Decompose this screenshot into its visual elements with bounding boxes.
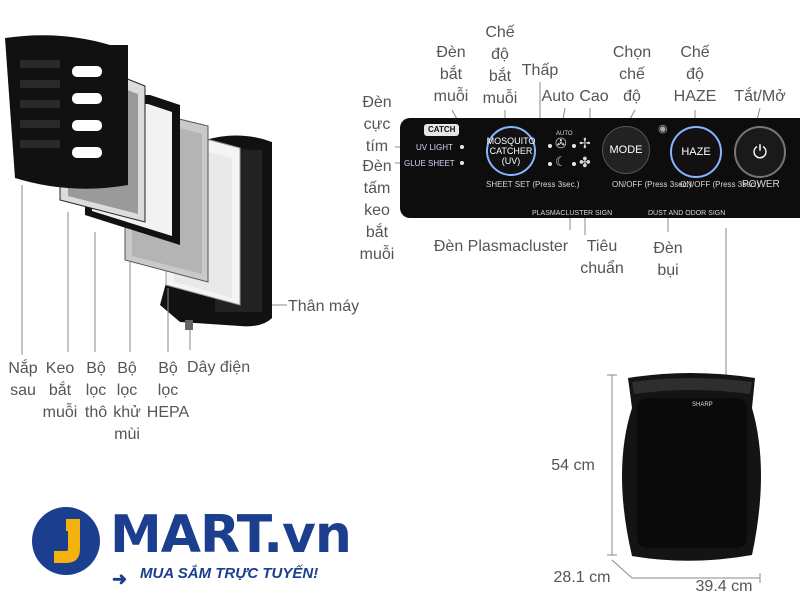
- label-select-mode: Chọn chế độ: [612, 44, 652, 105]
- label-back-cover: Nắp sau: [8, 360, 38, 399]
- plasmacluster-icon: ◉: [658, 123, 668, 135]
- fan-auto-led: [548, 144, 552, 148]
- mode-text: MODE: [609, 144, 643, 156]
- mart-logo: MART.vn ➜ MUA SẮM TRỰC TUYẾN!: [30, 505, 352, 595]
- power-text: POWER: [742, 179, 780, 190]
- mart-tagline: MUA SẮM TRỰC TUYẾN!: [140, 565, 319, 582]
- label-plasmacluster-lamp: Đèn Plasmacluster: [433, 238, 569, 255]
- label-pre-filter: Bộ lọc thô: [84, 360, 108, 421]
- dust-odor-sign-text: DUST AND ODOR SIGN: [648, 210, 726, 217]
- label-power-toggle: Tắt/Mở: [734, 88, 786, 105]
- uv-light-text: UV LIGHT: [416, 143, 453, 152]
- label-haze-mode: Chế độ HAZE: [673, 44, 717, 105]
- label-glue-sheet-lamp: Đèn tấm keo bắt muỗi: [359, 158, 395, 263]
- fan-standard-icon: ✤: [579, 154, 591, 170]
- dimension-width: 39.4 cm: [695, 578, 753, 595]
- label-mosquito-mode: Chế độ bắt muỗi: [482, 24, 518, 107]
- label-low: Thấp: [521, 62, 559, 79]
- mode-button[interactable]: MODE: [602, 126, 650, 174]
- label-main-body: Thân máy: [288, 298, 360, 315]
- mart-wordmark: MART.vn: [110, 505, 352, 565]
- power-button[interactable]: ⏻: [734, 126, 786, 178]
- label-mosquito-lamp: Đèn bắt muỗi: [433, 44, 469, 105]
- haze-text: HAZE: [681, 146, 711, 158]
- fan-high-icon: ✢: [579, 135, 591, 151]
- fan-high-led: [572, 144, 576, 148]
- label-standard: Tiêu chuẩn: [580, 238, 624, 277]
- auto-small-text: AUTO: [556, 131, 573, 137]
- catch-indicator: CATCH: [424, 124, 460, 136]
- fan-auto-icon: ✇: [555, 135, 567, 151]
- label-power-cord: Dây điện: [187, 359, 251, 376]
- haze-onoff-text: ON/OFF (Press 3sec.): [680, 180, 760, 189]
- plasmacluster-sign-text: PLASMACLUSTER SIGN: [532, 210, 613, 217]
- uv-light-led: [460, 145, 464, 149]
- dimension-lines: [607, 374, 761, 583]
- mode-onoff-text: ON/OFF (Press 3sec.): [612, 180, 692, 189]
- product-brand: SHARP: [692, 402, 713, 408]
- fan-low-icon: ☾: [555, 154, 567, 169]
- mart-j-icon: [32, 507, 100, 575]
- fan-standard-led: [572, 162, 576, 166]
- glue-sheet-text: GLUE SHEET: [404, 159, 455, 168]
- arrow-right-icon: ➜: [112, 569, 128, 589]
- air-purifier-photo: [622, 373, 761, 561]
- back-cover-part: [5, 35, 128, 189]
- label-uv-lamp: Đèn cực tím: [362, 94, 392, 155]
- label-auto: Auto: [541, 88, 575, 105]
- label-high: Cao: [579, 88, 609, 105]
- control-panel: CATCH UV LIGHT GLUE SHEET MOSQUITO CATCH…: [400, 118, 800, 218]
- sheet-set-text: SHEET SET (Press 3sec.): [486, 180, 580, 189]
- label-glue-sheet: Keo bắt muỗi: [42, 360, 78, 421]
- dimension-height: 54 cm: [551, 457, 595, 474]
- mosquito-catcher-text: MOSQUITO CATCHER (UV): [486, 136, 536, 166]
- mosquito-catcher-button[interactable]: MOSQUITO CATCHER (UV): [486, 126, 536, 176]
- fan-low-led: [548, 162, 552, 166]
- dimension-depth: 28.1 cm: [553, 569, 611, 586]
- label-hepa-filter: Bộ lọc HEPA: [146, 360, 190, 421]
- power-icon: ⏻: [752, 142, 768, 162]
- label-deodorizing-filter: Bộ lọc khử mùi: [113, 360, 141, 443]
- label-dust-lamp: Đèn bụi: [653, 240, 683, 279]
- haze-button[interactable]: HAZE: [670, 126, 722, 178]
- glue-sheet-led: [460, 161, 464, 165]
